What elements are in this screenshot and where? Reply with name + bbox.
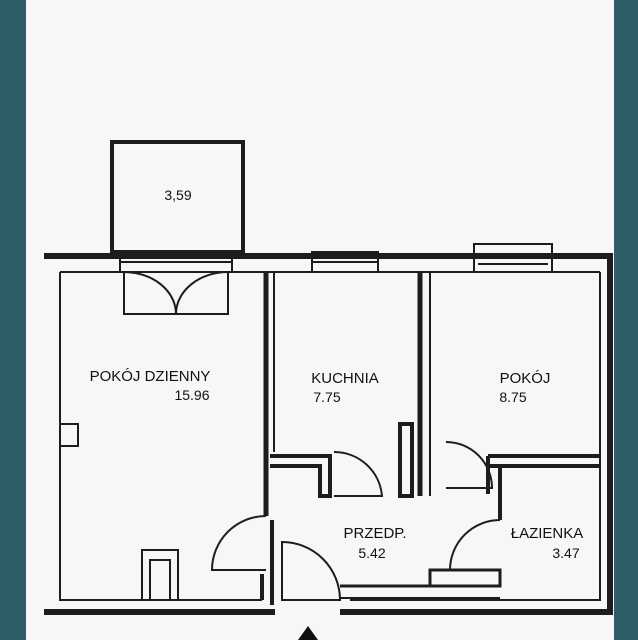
room-name: POKÓJ: [500, 370, 551, 387]
balcony-door: [123, 270, 229, 315]
bathroom-area: 3.47: [552, 545, 579, 561]
room-area: 8.75: [499, 389, 526, 405]
interior-walls: [59, 272, 600, 605]
bathroom-name: ŁAZIENKA: [511, 525, 584, 542]
hallway-name: PRZEDP.: [343, 525, 406, 542]
balcony-area: 3,59: [164, 187, 191, 203]
door-swings: [210, 441, 501, 601]
paper-background: [26, 0, 614, 640]
outer-wall: [44, 253, 613, 615]
hallway-area: 5.42: [358, 545, 385, 561]
north-arrow-icon: [298, 626, 318, 640]
kitchen-area: 7.75: [313, 389, 340, 405]
kitchen-name: KUCHNIA: [311, 370, 379, 387]
living-room-name: POKÓJ DZIENNY: [90, 368, 211, 385]
living-room-area: 15.96: [174, 387, 209, 403]
